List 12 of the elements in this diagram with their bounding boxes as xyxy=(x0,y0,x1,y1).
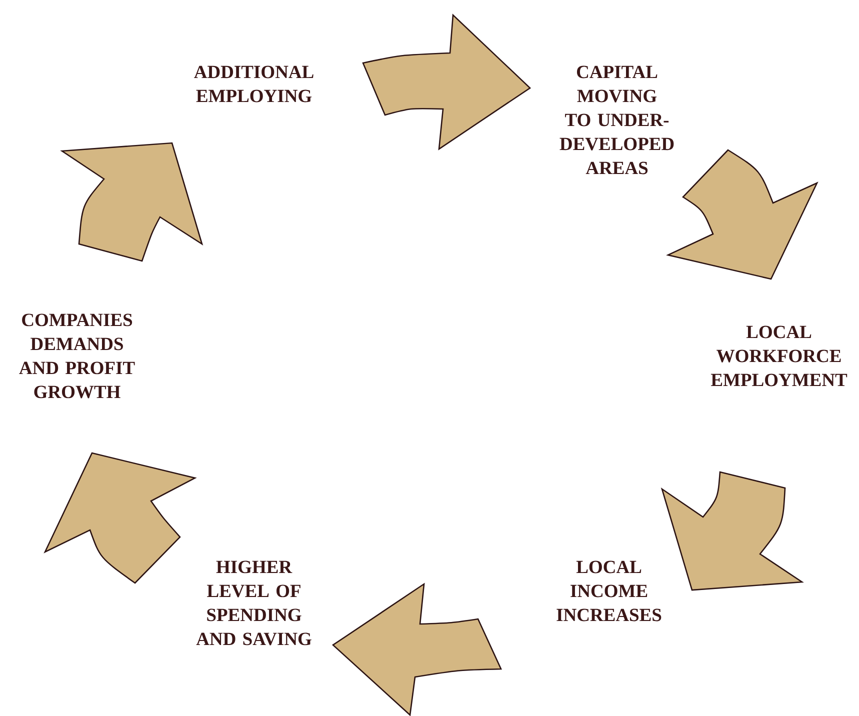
step-label: CAPITAL MOVING TO UNDER-DEVELOPED AREAS xyxy=(560,66,674,174)
block-arrow xyxy=(61,142,203,262)
block-arrow xyxy=(667,149,818,280)
step-label: LOCAL WORKFORCE EMPLOYMENT xyxy=(710,326,848,386)
block-arrow xyxy=(332,583,502,716)
block-arrow xyxy=(44,452,196,584)
step-label: COMPANIES DEMANDS AND PROFIT GROWTH xyxy=(19,314,135,398)
step-label: LOCAL INCOME INCREASES xyxy=(556,560,662,622)
step-label: HIGHER LEVEL OF SPENDING AND SAVING xyxy=(196,560,312,646)
step-label: ADDITIONAL EMPLOYING xyxy=(194,66,314,102)
block-arrow xyxy=(362,14,531,150)
block-arrow xyxy=(661,471,803,591)
